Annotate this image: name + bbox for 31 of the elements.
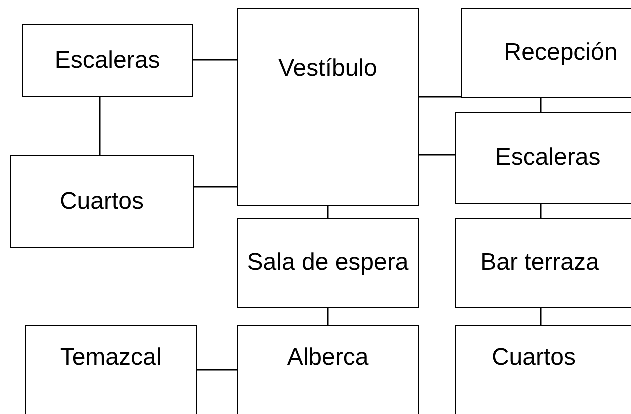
room-box	[22, 24, 193, 97]
room-label: Cuartos	[492, 343, 576, 373]
room-box	[10, 155, 194, 248]
connector-line	[540, 308, 542, 325]
room-box	[455, 325, 631, 414]
connector-line	[193, 59, 237, 61]
connector-line	[197, 369, 237, 371]
connector-line	[194, 186, 237, 188]
room-label: Recepción	[504, 38, 618, 68]
room-box	[461, 8, 631, 98]
connector-line	[419, 154, 455, 156]
connector-line	[327, 308, 329, 325]
room-box	[237, 325, 419, 414]
connector-line	[540, 98, 542, 112]
room-box	[455, 112, 631, 204]
room-box	[455, 218, 631, 308]
room-box	[237, 8, 419, 206]
room-label: Temazcal	[60, 343, 162, 373]
connector-line	[99, 97, 101, 155]
room-box	[237, 218, 419, 308]
room-label: Escaleras	[495, 143, 601, 173]
room-label: Escaleras	[54, 46, 160, 76]
room-label: Bar terraza	[480, 248, 600, 278]
connector-line	[419, 96, 461, 98]
room-label: Alberca	[287, 343, 369, 373]
connector-line	[327, 206, 329, 218]
room-label: Vestíbulo	[278, 54, 378, 84]
room-label: Sala de espera	[247, 248, 409, 278]
room-label: Cuartos	[60, 186, 144, 216]
room-box	[25, 325, 197, 414]
connector-line	[540, 204, 542, 218]
